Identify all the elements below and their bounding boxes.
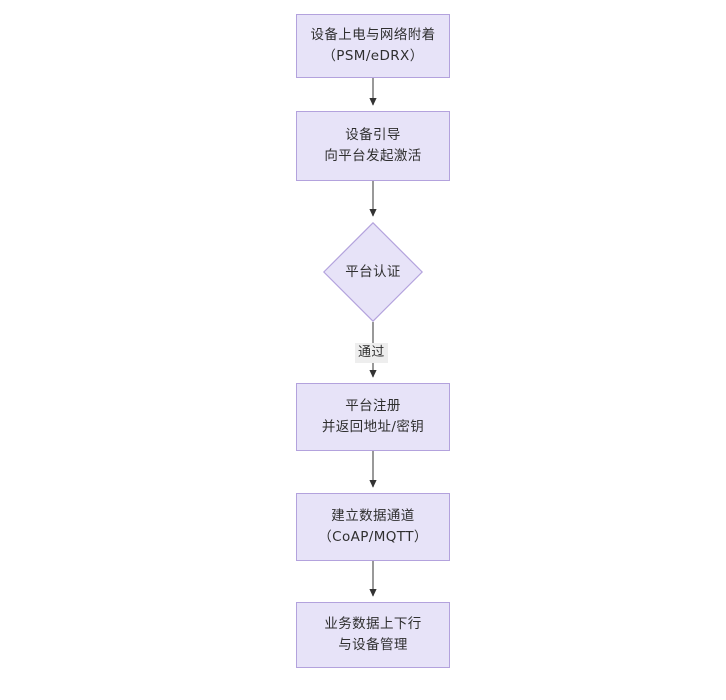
node-power-on-line-2: （PSM/eDRX） — [322, 48, 424, 64]
edge-label-pass: 通过 — [355, 343, 388, 363]
node-platform-register-line-1: 平台注册 — [345, 398, 401, 414]
node-platform-register[interactable]: 平台注册 并返回地址/密钥 — [296, 383, 450, 451]
node-business-data-line-2: 与设备管理 — [338, 637, 408, 653]
node-business-data-line-1: 业务数据上下行 — [324, 616, 422, 632]
node-platform-register-line-2: 并返回地址/密钥 — [321, 419, 425, 435]
node-power-on[interactable]: 设备上电与网络附着 （PSM/eDRX） — [296, 14, 450, 78]
node-data-channel[interactable]: 建立数据通道 （CoAP/MQTT） — [296, 493, 450, 561]
node-data-channel-line-2: （CoAP/MQTT） — [318, 529, 428, 545]
node-business-data[interactable]: 业务数据上下行 与设备管理 — [296, 602, 450, 668]
node-bootstrap-line-1: 设备引导 — [345, 127, 401, 143]
diamond-shape — [323, 222, 423, 322]
node-platform-auth-label: 平台认证 — [345, 263, 401, 280]
node-platform-auth[interactable]: 平台认证 — [323, 222, 423, 322]
node-bootstrap[interactable]: 设备引导 向平台发起激活 — [296, 111, 450, 181]
node-data-channel-line-1: 建立数据通道 — [331, 508, 415, 524]
node-bootstrap-line-2: 向平台发起激活 — [324, 148, 422, 164]
node-power-on-line-1: 设备上电与网络附着 — [310, 27, 436, 43]
